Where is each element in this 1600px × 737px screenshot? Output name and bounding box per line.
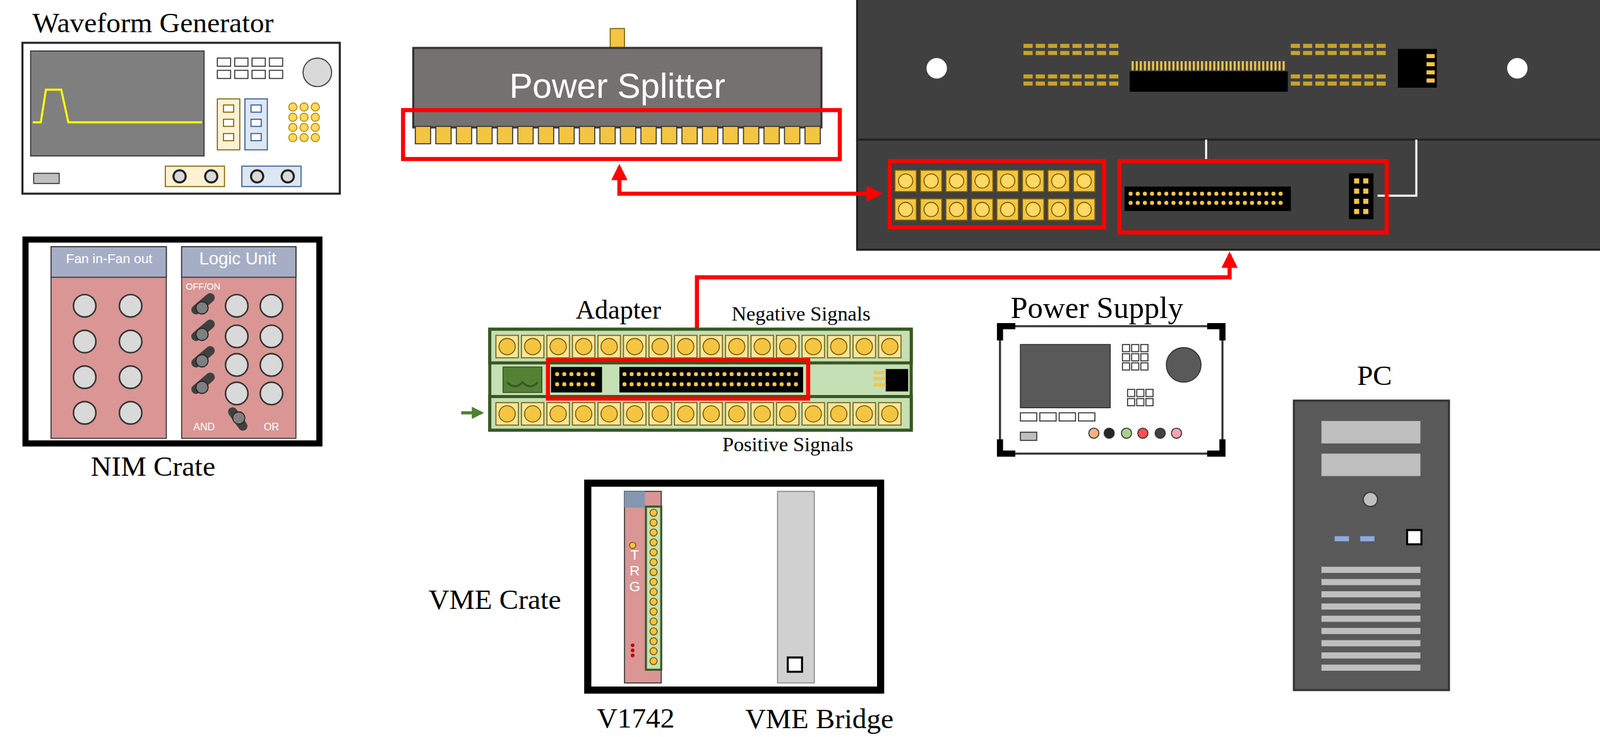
lemo-connectors [73, 294, 283, 427]
pc-tower [1293, 400, 1450, 691]
crate-box: T R GV1742VME BridgeVME Crate [587, 483, 881, 691]
nim-crate [25, 239, 319, 444]
board-pads [894, 43, 1435, 220]
computer-box: PC [1293, 400, 1450, 691]
vent-slots [1321, 567, 1421, 672]
node-label: Power Supply [1008, 290, 1186, 326]
waveform-generator [22, 42, 341, 194]
power-splitter [402, 28, 840, 160]
part-label: V1742 [594, 702, 677, 735]
node-label: VME Bridge [743, 702, 896, 736]
splitter-box: Power Splitter [413, 47, 822, 128]
module-box: VME Bridge [777, 491, 814, 684]
node-label: PC [1355, 359, 1394, 393]
node-label: Adapter [573, 294, 663, 326]
part-label: AND [191, 420, 217, 433]
node-label: Power Splitter [507, 66, 728, 107]
module-box: T R GV1742 [624, 491, 645, 684]
part-label: Positive Signals [720, 433, 855, 457]
node-label: Waveform Generator [30, 6, 276, 40]
instrument-box: Power Supply [1000, 326, 1223, 454]
node-label: NIM Crate [89, 450, 218, 484]
part-label: OR [262, 420, 281, 433]
detector-board [857, 0, 1600, 251]
node-label: T R G [627, 548, 643, 596]
button-grid [217, 58, 320, 142]
adapter-board [460, 329, 912, 431]
crate-box: Fan in-Fan outLogic UnitOFF/ONANDORNIM C… [25, 239, 319, 444]
sma-ports [415, 126, 821, 144]
psu-controls [1020, 344, 1182, 439]
adapter-box: AdapterNegative SignalsPositive Signals [489, 329, 912, 431]
adapter-terminals [495, 335, 902, 425]
vme-crate [587, 483, 881, 691]
module-box: Logic UnitOFF/ON AND OR [181, 246, 297, 439]
part-label: OFF/ON [183, 281, 223, 293]
power-supply [1000, 326, 1223, 454]
node-label: VME Crate [426, 583, 564, 617]
instrument-box: Waveform Generator [22, 42, 341, 194]
node-label: Fan in-Fan out [64, 251, 155, 267]
part-label: Negative Signals [729, 302, 873, 326]
node-label: Logic Unit [197, 249, 278, 270]
module-box: Fan in-Fan out [51, 246, 167, 439]
